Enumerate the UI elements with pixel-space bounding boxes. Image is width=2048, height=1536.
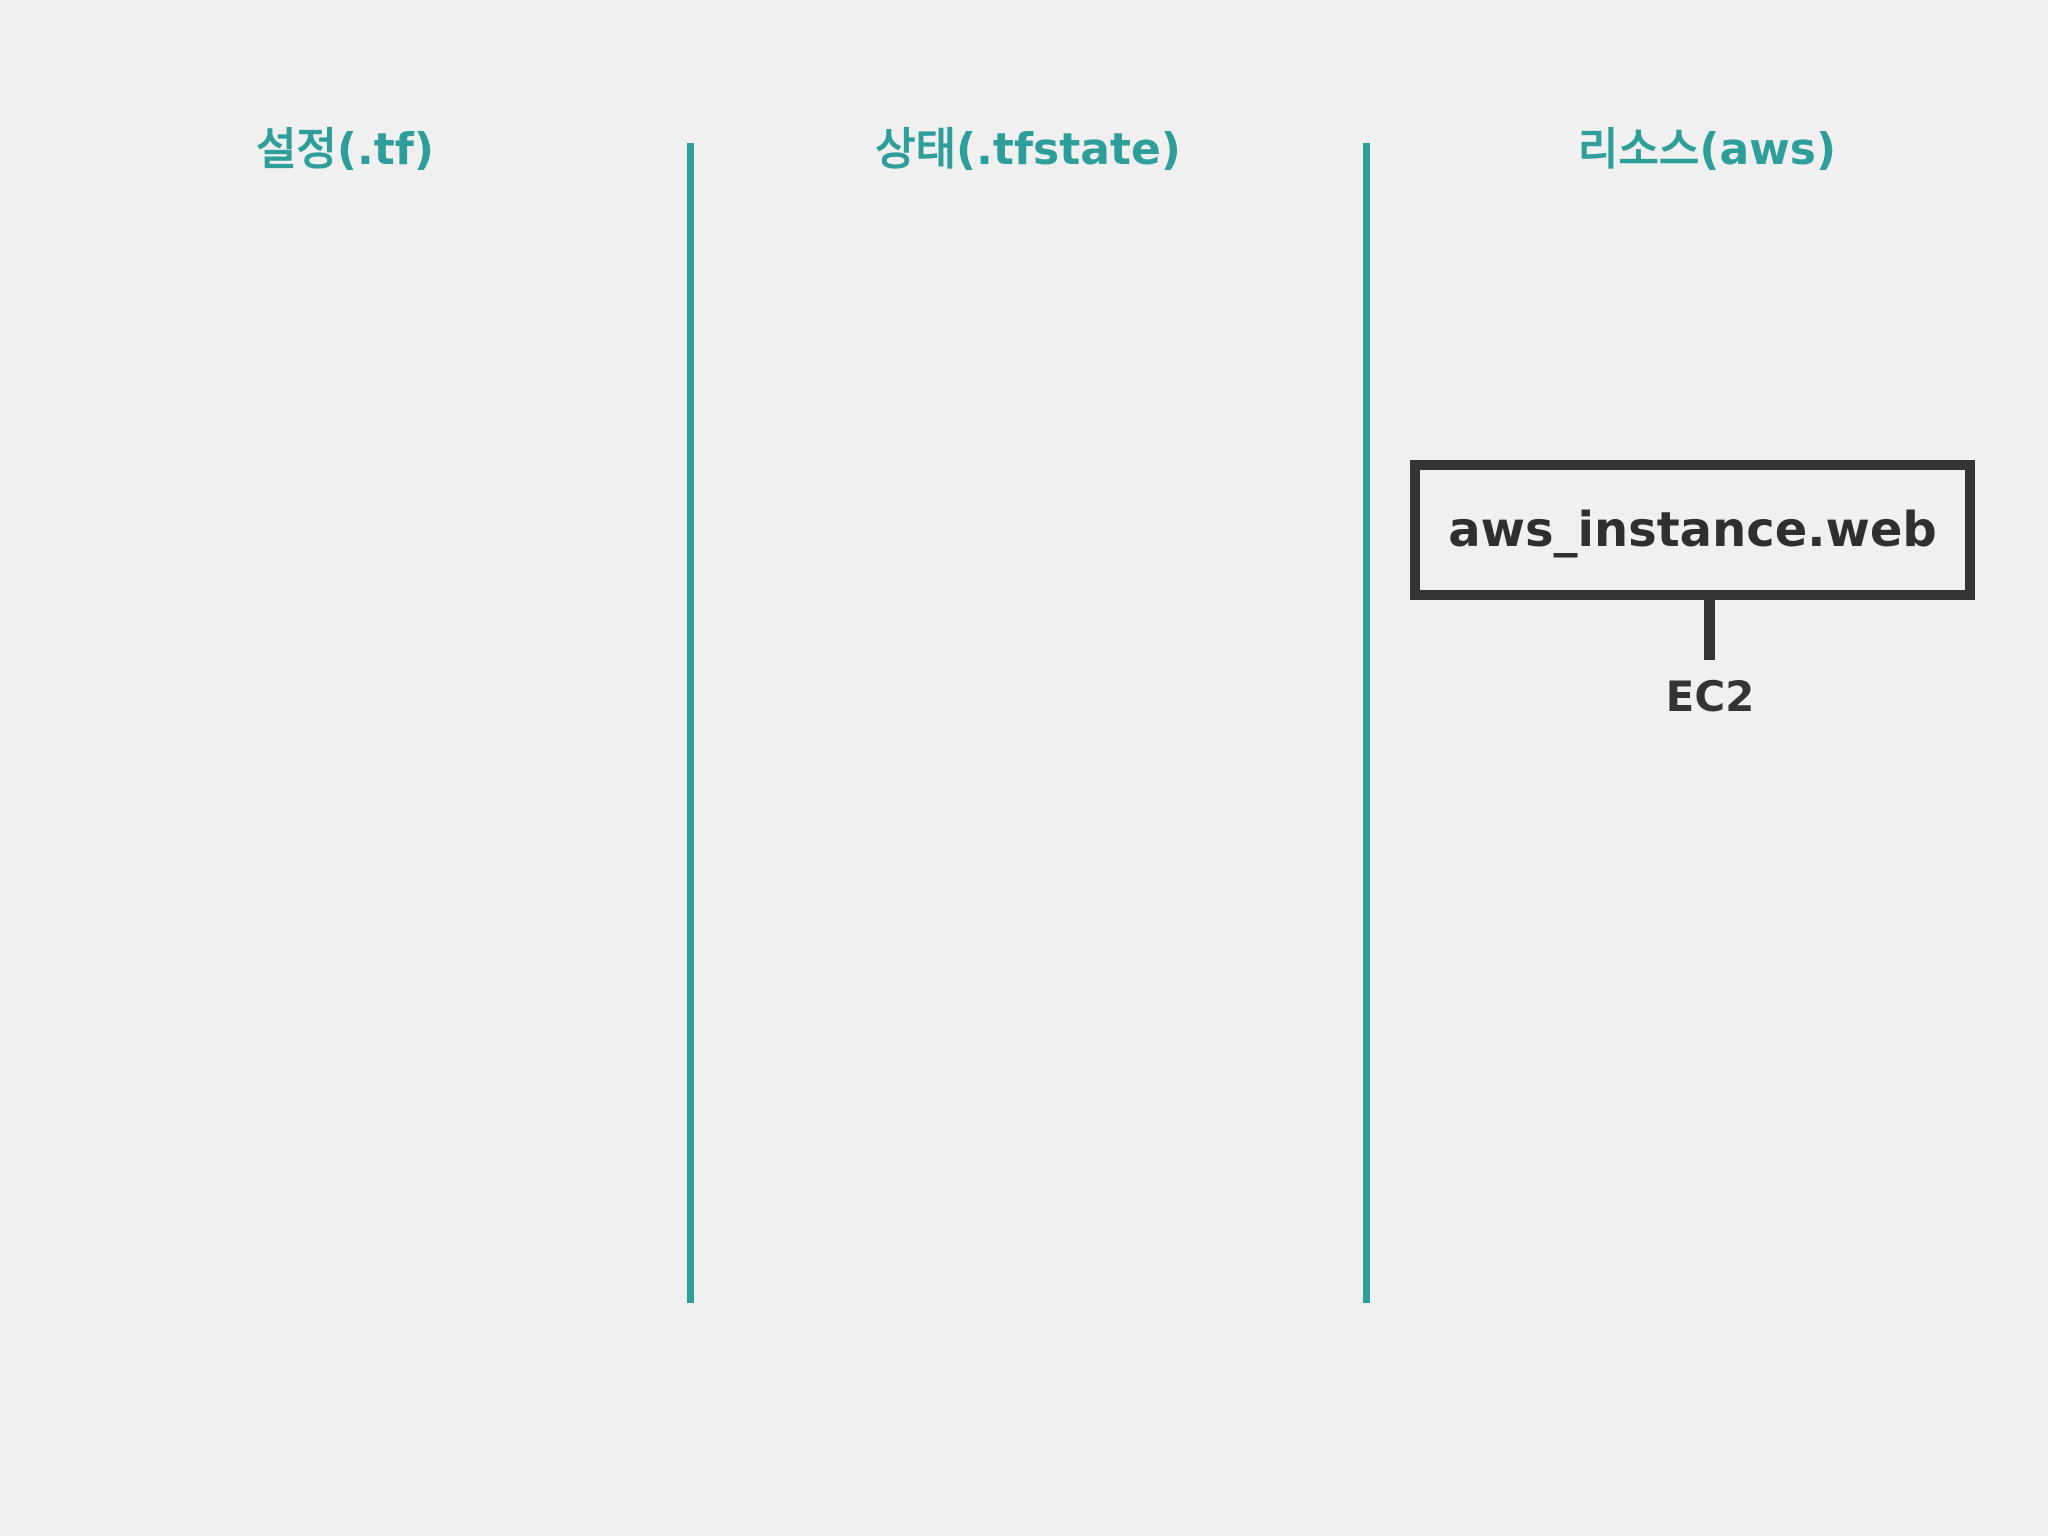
connector-line — [1704, 600, 1715, 660]
column-divider-config-state — [687, 143, 694, 1303]
resource-node-caption: EC2 — [1665, 672, 1755, 721]
column-header-config: 설정(.tf) — [255, 124, 435, 175]
column-divider-state-resource — [1363, 143, 1370, 1303]
resource-node-aws-instance-web[interactable]: aws_instance.web — [1410, 460, 1975, 600]
resource-node-label: aws_instance.web — [1448, 502, 1937, 558]
column-header-resource: 리소스(aws) — [1577, 124, 1837, 175]
column-header-state: 상태(.tfstate) — [875, 124, 1181, 175]
